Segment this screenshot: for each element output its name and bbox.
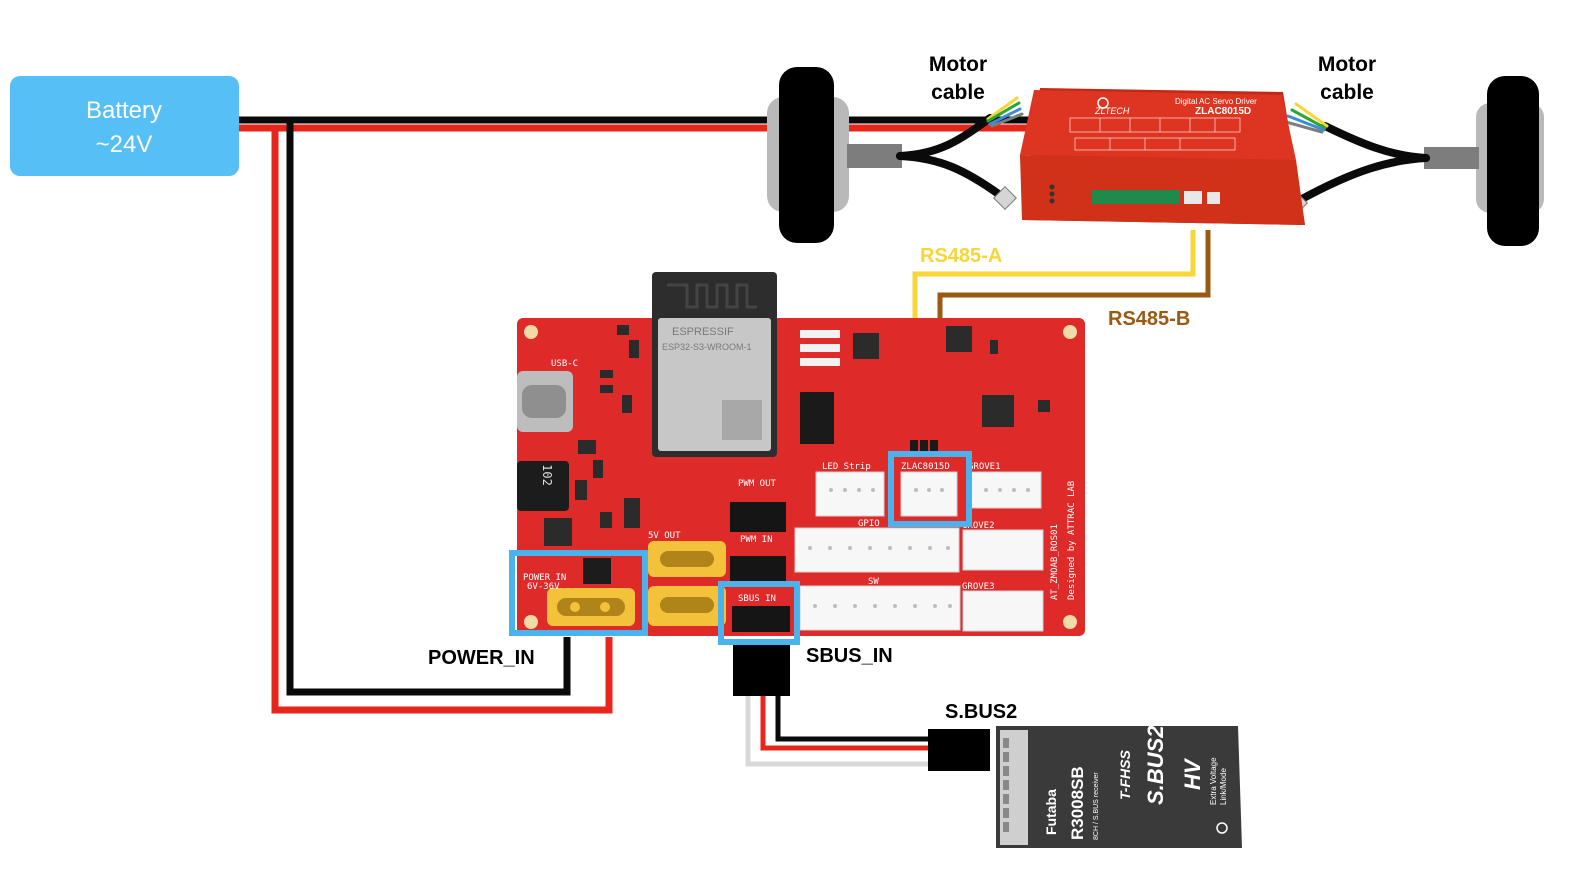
left-wheel: [767, 67, 902, 243]
silk-sbus-in: SBUS IN: [738, 594, 776, 604]
led-strip-connector: [815, 471, 885, 517]
rs485-a-label: RS485-A: [920, 245, 1002, 267]
driver-brand: ZLTECH: [1094, 106, 1130, 116]
receiver: Futaba R3008SB 8CH / S.BUS receiver T-FH…: [996, 725, 1242, 848]
module-brand: ESPRESSIF: [672, 326, 734, 338]
highlights: [509, 451, 972, 645]
right-wheel: [1424, 76, 1544, 246]
silk-grove2: GROVE2: [962, 521, 995, 531]
zlac-highlight: [888, 451, 972, 527]
sbus-white-wire: [745, 695, 930, 767]
silk-grove1: GROVE1: [968, 462, 1001, 472]
xt-connectors: [547, 541, 726, 626]
inductor: 102: [517, 461, 569, 511]
power-wires: [238, 116, 1032, 714]
silk-5v-out: 5V OUT: [648, 531, 681, 541]
sbus-black-wire: [775, 695, 930, 742]
motor-driver: ZLTECH Digital AC Servo Driver ZLAC8015D: [1020, 88, 1305, 225]
receiver-brand: Futaba: [1043, 789, 1059, 835]
battery-voltage: ~24V: [96, 131, 153, 158]
grove1-connector: [970, 471, 1042, 509]
driver-model: ZLAC8015D: [1195, 106, 1251, 117]
small-components: [544, 325, 1050, 546]
sbus2-label: S.BUS2: [945, 701, 1017, 723]
receiver-link: Link/Mode: [1219, 768, 1228, 805]
battery-label: Battery: [86, 97, 162, 124]
led-row: [800, 330, 840, 366]
silk-grove3: GROVE3: [962, 582, 995, 592]
receiver-hv: HV: [1180, 757, 1205, 790]
silk-power-range: 6V-36V: [527, 582, 560, 592]
receiver-model: R3008SB: [1068, 766, 1087, 840]
grove2-connector: [962, 529, 1044, 571]
sbus-wires: [745, 695, 930, 767]
zlac-connector: [900, 471, 958, 517]
silk-led-strip: LED Strip: [822, 462, 871, 472]
motor-cable-left-line2: cable: [931, 81, 985, 104]
battery-red-wire: [238, 124, 1032, 714]
pin-headers: [730, 502, 790, 632]
receiver-ev: Extra Voltage: [1209, 757, 1218, 805]
gpio-connector: [794, 527, 960, 573]
receiver-sbus: S.BUS2: [1143, 725, 1168, 805]
zlac-pins: [910, 440, 938, 452]
sbus-red-wire: [760, 695, 930, 751]
control-board: ESPRESSIF ESP32-S3-WROOM-1 USB-C 102: [517, 272, 1085, 636]
battery-black-wire: [238, 116, 1032, 696]
left-motor-cable: [896, 96, 1024, 211]
connector-pins: [808, 488, 1030, 608]
battery: Battery ~24V: [10, 76, 239, 176]
receiver-sub: 8CH / S.BUS receiver: [1093, 772, 1100, 840]
driver-title: Digital AC Servo Driver: [1175, 97, 1257, 106]
sw-connector: [799, 585, 961, 631]
silk-power-in: POWER IN: [523, 573, 566, 583]
usb-c-port: USB-C: [517, 359, 578, 432]
motor-cable-right-line1: Motor: [1318, 53, 1376, 76]
silk-usb-c: USB-C: [551, 359, 578, 369]
motor-cable-left-line1: Motor: [929, 53, 987, 76]
sbus-in-highlight: [718, 581, 800, 645]
grove3-connector: [962, 590, 1044, 632]
sbus-in-plug: [733, 645, 790, 696]
inductor-label: 102: [540, 464, 554, 486]
silk-pwm-in: PWM IN: [740, 535, 773, 545]
silk-gpio: GPIO: [858, 519, 880, 529]
sbus2-plug: [928, 729, 990, 771]
jumper-block: [800, 392, 834, 444]
white-connectors: [794, 471, 1044, 632]
module-name: ESP32-S3-WROOM-1: [662, 342, 752, 352]
annotation-labels: Motor cable Motor cable RS485-A RS485-B …: [428, 53, 1376, 723]
silk-pwm-out: PWM OUT: [738, 479, 777, 489]
right-motor-cable: [1283, 102, 1430, 216]
silk-designer: Designed by ATTRAC LAB: [1067, 481, 1077, 600]
rs485-b-label: RS485-B: [1108, 308, 1190, 330]
receiver-line: T-FHSS: [1117, 750, 1133, 800]
sbus-in-label: SBUS_IN: [806, 645, 893, 667]
silk-zlac: ZLAC8015D: [901, 462, 950, 472]
power-in-label: POWER_IN: [428, 647, 535, 669]
silk-sw: SW: [868, 577, 879, 587]
motor-cable-right-line2: cable: [1320, 81, 1374, 104]
esp32-module: ESPRESSIF ESP32-S3-WROOM-1: [652, 272, 777, 457]
power-in-highlight: [509, 550, 648, 636]
silk-board-name: AT_ZMOAB_ROS01: [1050, 524, 1060, 600]
